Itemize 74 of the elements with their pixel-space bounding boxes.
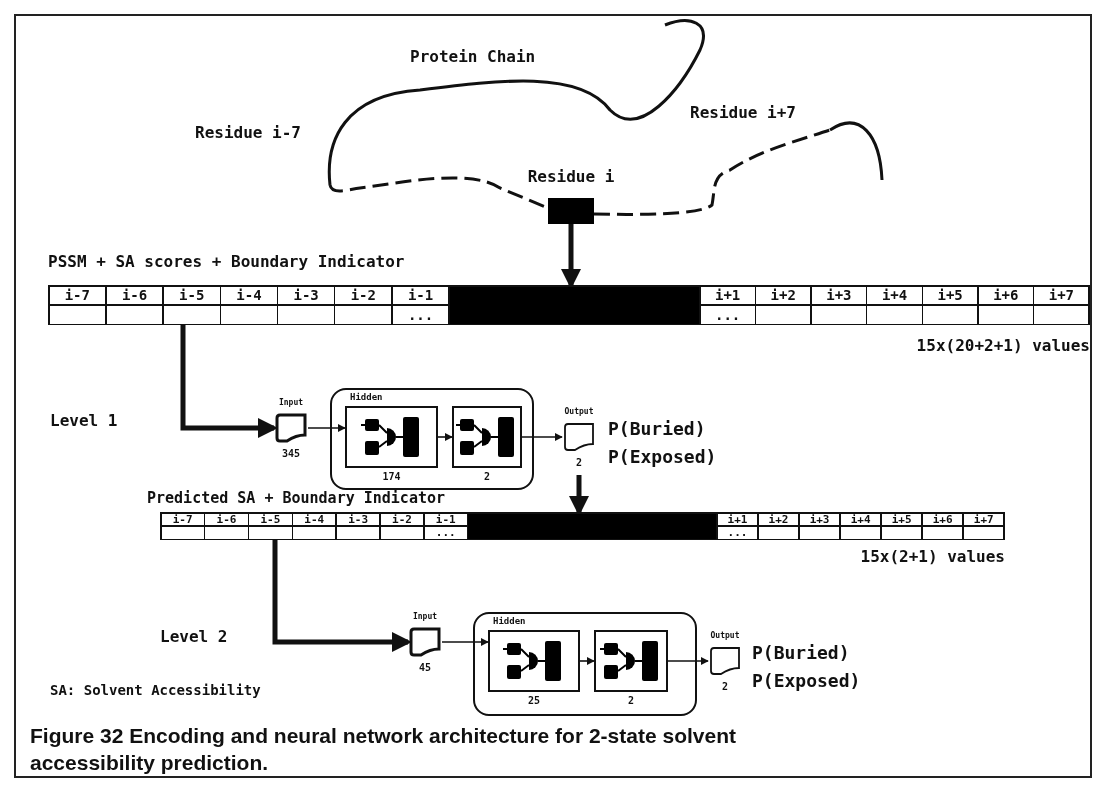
position-label: i+7 [1034, 286, 1089, 305]
position-label: i+3 [811, 286, 866, 305]
note: SA: Solvent Accessibility [50, 682, 261, 699]
hidden-group-box [330, 388, 534, 490]
center-residue-block [449, 286, 700, 324]
position-label: i-4 [293, 513, 336, 526]
arrow [441, 638, 489, 646]
position-label: i-3 [336, 513, 380, 526]
arrow [579, 657, 595, 665]
position-label: i-2 [380, 513, 424, 526]
annotation-label: Level 2 [160, 628, 228, 647]
arrow [521, 433, 563, 441]
probability-label: P(Exposed) [608, 447, 717, 468]
position-label: i+5 [923, 286, 978, 305]
unit-count: 2 [484, 471, 490, 483]
layer-label: Hidden [350, 392, 383, 403]
unit-count: 345 [281, 448, 301, 460]
layer-label: Output [564, 407, 594, 417]
position-label: i-5 [249, 513, 292, 526]
position-label: i-1 [392, 286, 449, 305]
position-label: i+3 [799, 513, 840, 526]
position-label: i+6 [922, 513, 963, 526]
layer-label: Input [412, 612, 438, 622]
position-label: i-3 [278, 286, 334, 305]
probability-label: P(Buried) [752, 643, 850, 664]
position-label: i+4 [867, 286, 922, 305]
unit-count: 45 [419, 662, 431, 674]
arrow [667, 657, 709, 665]
table-heading: PSSM + SA scores + Boundary Indicator [48, 253, 405, 272]
center-residue-block [468, 513, 717, 539]
layer-label: Hidden [493, 616, 526, 627]
probability-label: P(Exposed) [752, 671, 861, 692]
layer-label: Input [278, 398, 304, 408]
ellipsis: ... [424, 526, 467, 539]
position-label: i+1 [700, 286, 755, 305]
thick-arrow [272, 540, 412, 652]
probability-label: P(Buried) [608, 419, 706, 440]
hidden-group-box [473, 612, 697, 716]
thick-arrow [180, 325, 278, 438]
layer-label: Output [710, 631, 740, 641]
position-label: i+6 [978, 286, 1033, 305]
position-label: i-7 [49, 286, 106, 305]
position-label: i-2 [335, 286, 392, 305]
position-label: i-1 [424, 513, 467, 526]
unit-count: 2 [628, 695, 634, 707]
position-label: i+7 [963, 513, 1004, 526]
value-count: 15x(20+2+1) values [916, 337, 1090, 356]
position-label: i+4 [840, 513, 881, 526]
value-count: 15x(2+1) values [860, 548, 1005, 567]
unit-count: 174 [382, 471, 401, 483]
position-label: i+5 [881, 513, 922, 526]
position-label: i+2 [756, 286, 811, 305]
unit-count: 2 [722, 681, 728, 693]
position-label: i-6 [205, 513, 248, 526]
position-label: i-5 [163, 286, 220, 305]
annotation-label: Residue i+7 [690, 104, 796, 123]
ellipsis: ... [700, 305, 755, 324]
annotation-label: Residue i-7 [195, 124, 301, 143]
figure-caption: Figure 32 Encoding and neural network architecture for 2-state solvent accessibility prediction. [30, 723, 737, 777]
ellipsis: ... [717, 526, 758, 539]
arrow [437, 433, 453, 441]
annotation-label: Level 1 [50, 412, 118, 431]
position-label: i-7 [161, 513, 204, 526]
residue-label: Residue i [527, 168, 615, 187]
unit-count: 2 [576, 457, 582, 469]
annotation-label: Protein Chain [410, 48, 536, 67]
table-heading: Predicted SA + Boundary Indicator [147, 490, 445, 508]
position-label: i-4 [221, 286, 277, 305]
unit-count: 25 [528, 695, 540, 707]
position-label: i+1 [717, 513, 758, 526]
position-label: i-6 [106, 286, 163, 305]
position-label: i+2 [758, 513, 799, 526]
ellipsis: ... [392, 305, 449, 324]
arrow [307, 424, 346, 432]
